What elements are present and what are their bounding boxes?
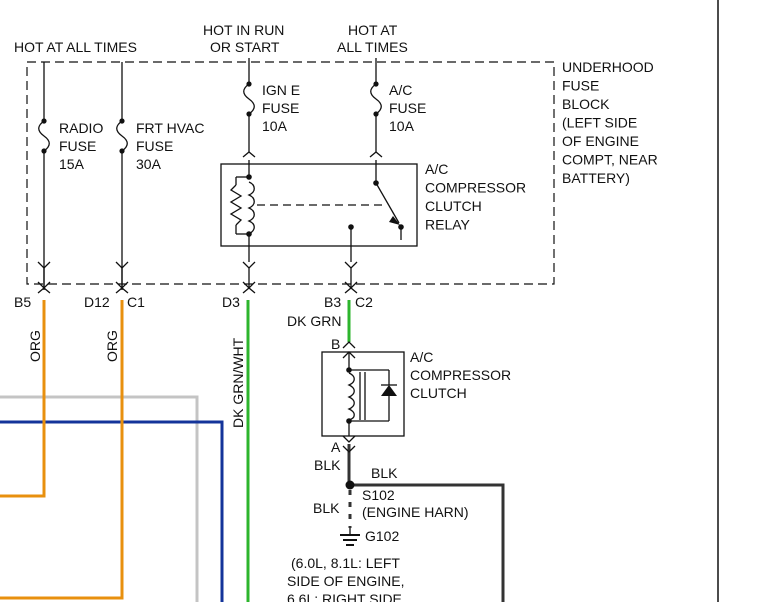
orange-wire-hvac: [0, 300, 124, 600]
label-hot-at-1: HOT AT: [348, 22, 398, 38]
connector-b3: B3: [324, 294, 341, 310]
ground-icon: [340, 528, 360, 546]
connector-a: A: [331, 439, 341, 455]
igne-fuse: [242, 58, 256, 158]
connector-b5: B5: [14, 294, 31, 310]
relay-label: A/C COMPRESSOR CLUTCH RELAY: [425, 161, 530, 233]
wire-label-dkgrnwht: DK GRN/WHT: [230, 337, 246, 428]
label-hot-run-1: HOT IN RUN: [203, 22, 284, 38]
hvac-fuse: [116, 62, 128, 290]
connector-c2: C2: [355, 294, 373, 310]
clutch-coil: [346, 352, 397, 436]
blue-wire: [0, 420, 224, 602]
black-wire-splice: [350, 483, 505, 602]
clutch-box: [321, 351, 405, 437]
hvac-fuse-label: FRT HVAC FUSE 30A: [136, 120, 208, 172]
wire-label-org-2: ORG: [104, 330, 120, 362]
label-hot-at-2: ALL TIMES: [337, 39, 408, 55]
orange-wire-radio: [0, 300, 46, 498]
splice-dot: [345, 480, 355, 490]
wire-label-blk-2: BLK: [371, 465, 398, 481]
ac-fuse-label: A/C FUSE 10A: [389, 82, 430, 134]
clutch-label: A/C COMPRESSOR CLUTCH: [410, 349, 515, 401]
wire-label-org-1: ORG: [27, 330, 43, 362]
wire-label-blk-1: BLK: [314, 457, 341, 473]
fuse-block-label: UNDERHOOD FUSE BLOCK (LEFT SIDE OF ENGIN…: [562, 59, 662, 186]
radio-fuse-label: RADIO FUSE 15A: [59, 120, 107, 172]
connector-b: B: [331, 336, 340, 352]
gray-wire: [0, 395, 199, 602]
igne-fuse-label: IGN E FUSE 10A: [262, 82, 304, 134]
relay-coil: [229, 160, 255, 262]
ac-fuse: [369, 58, 383, 158]
connector-c1: C1: [127, 294, 145, 310]
radio-fuse: [38, 62, 50, 290]
wire-label-dkgrn: DK GRN: [287, 313, 341, 329]
ground-note: (6.0L, 8.1L: LEFT SIDE OF ENGINE, 6.6L: …: [287, 555, 408, 602]
label-hot-all-times: HOT AT ALL TIMES: [14, 39, 137, 55]
clutch-connector-a: [342, 435, 356, 453]
connector-d3: D3: [222, 294, 240, 310]
label-hot-run-2: OR START: [210, 39, 280, 55]
wire-label-blk-3: BLK: [313, 500, 340, 516]
fuse-block-outline: [26, 61, 555, 285]
relay-switch: [348, 160, 404, 262]
ground-label: G102: [365, 528, 399, 544]
splice-label: S102 (ENGINE HARN): [362, 487, 469, 520]
connector-symbols: [37, 261, 358, 294]
relay-box: [220, 163, 418, 247]
connector-d12: D12: [84, 294, 110, 310]
